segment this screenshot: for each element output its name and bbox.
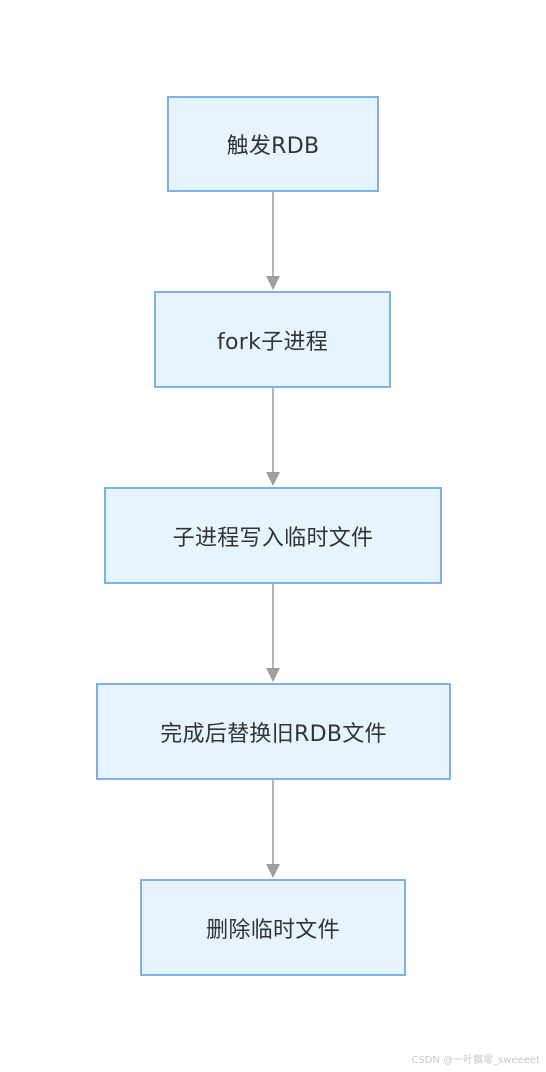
- node-fork-child: fork子进程: [154, 291, 391, 388]
- node-child-write-temp: 子进程写入临时文件: [104, 487, 442, 584]
- node-replace-old-rdb: 完成后替换旧RDB文件: [96, 683, 451, 780]
- node-trigger-rdb: 触发RDB: [167, 96, 379, 192]
- arrowhead-icon: [266, 472, 280, 486]
- node-label: 完成后替换旧RDB文件: [160, 721, 387, 747]
- arrowhead-icon: [266, 276, 280, 290]
- edge-n3-n4: [266, 584, 280, 682]
- node-label: 子进程写入临时文件: [172, 525, 374, 551]
- arrowhead-icon: [266, 864, 280, 878]
- arrowhead-icon: [266, 668, 280, 682]
- edge-n2-n3: [266, 388, 280, 486]
- node-label: fork子进程: [216, 329, 329, 355]
- watermark: CSDN @一叶飘零_sweeeet: [411, 1055, 540, 1066]
- edge-n4-n5: [266, 780, 280, 878]
- node-delete-temp: 删除临时文件: [140, 879, 406, 976]
- node-label: 触发RDB: [226, 134, 320, 159]
- edge-n1-n2: [266, 192, 280, 290]
- node-label: 删除临时文件: [206, 917, 340, 943]
